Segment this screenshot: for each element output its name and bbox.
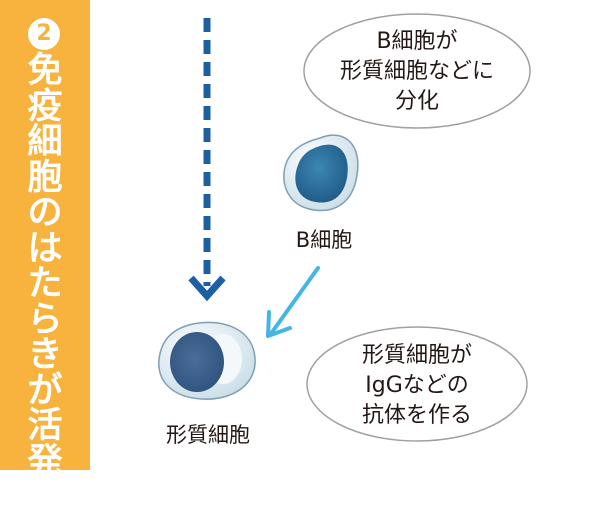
title-char: 疫 xyxy=(27,86,63,127)
step-number-badge: 2 xyxy=(28,18,60,50)
plasma-cell-label: 形質細胞 xyxy=(166,423,250,447)
title-char: 胞 xyxy=(27,157,63,198)
plasma-cell-icon xyxy=(158,321,256,400)
bottom-speech-bubble xyxy=(306,326,528,442)
sidebar-banner: 2 免 疫 細 胞 の は た ら き が 活 発 に xyxy=(0,0,90,515)
top-bubble-line: 形質細胞などに xyxy=(339,59,494,84)
b-cell-icon xyxy=(283,134,359,212)
title-char: は xyxy=(27,228,63,269)
b-cell-label: B細胞 xyxy=(295,228,353,252)
top-speech-bubble xyxy=(303,13,531,129)
title-char: に xyxy=(27,477,63,517)
title-char: が xyxy=(27,370,63,411)
title-char: 免 xyxy=(27,51,63,91)
title-char: ら xyxy=(27,299,63,340)
title-char: 活 xyxy=(27,406,63,446)
bottom-bubble-line: IgGなどの xyxy=(365,373,469,398)
title-char: た xyxy=(27,264,63,304)
top-bubble-text: B細胞が 形質細胞などに 分化 xyxy=(320,27,514,117)
bottom-bubble-text: 形質細胞が IgGなどの 抗体を作る xyxy=(322,341,512,431)
diagram-canvas xyxy=(158,13,531,442)
dashed-down-arrow xyxy=(188,18,226,302)
title-char: の xyxy=(27,193,63,233)
top-bubble-line: 分化 xyxy=(394,89,439,114)
title-char: 細 xyxy=(27,122,63,162)
top-bubble-line: B細胞が xyxy=(376,29,458,54)
bottom-bubble-line: 抗体を作る xyxy=(361,403,472,428)
bottom-bubble-line: 形質細胞が xyxy=(361,343,472,368)
differentiation-arrow xyxy=(266,266,320,338)
title-char: き xyxy=(27,335,63,375)
